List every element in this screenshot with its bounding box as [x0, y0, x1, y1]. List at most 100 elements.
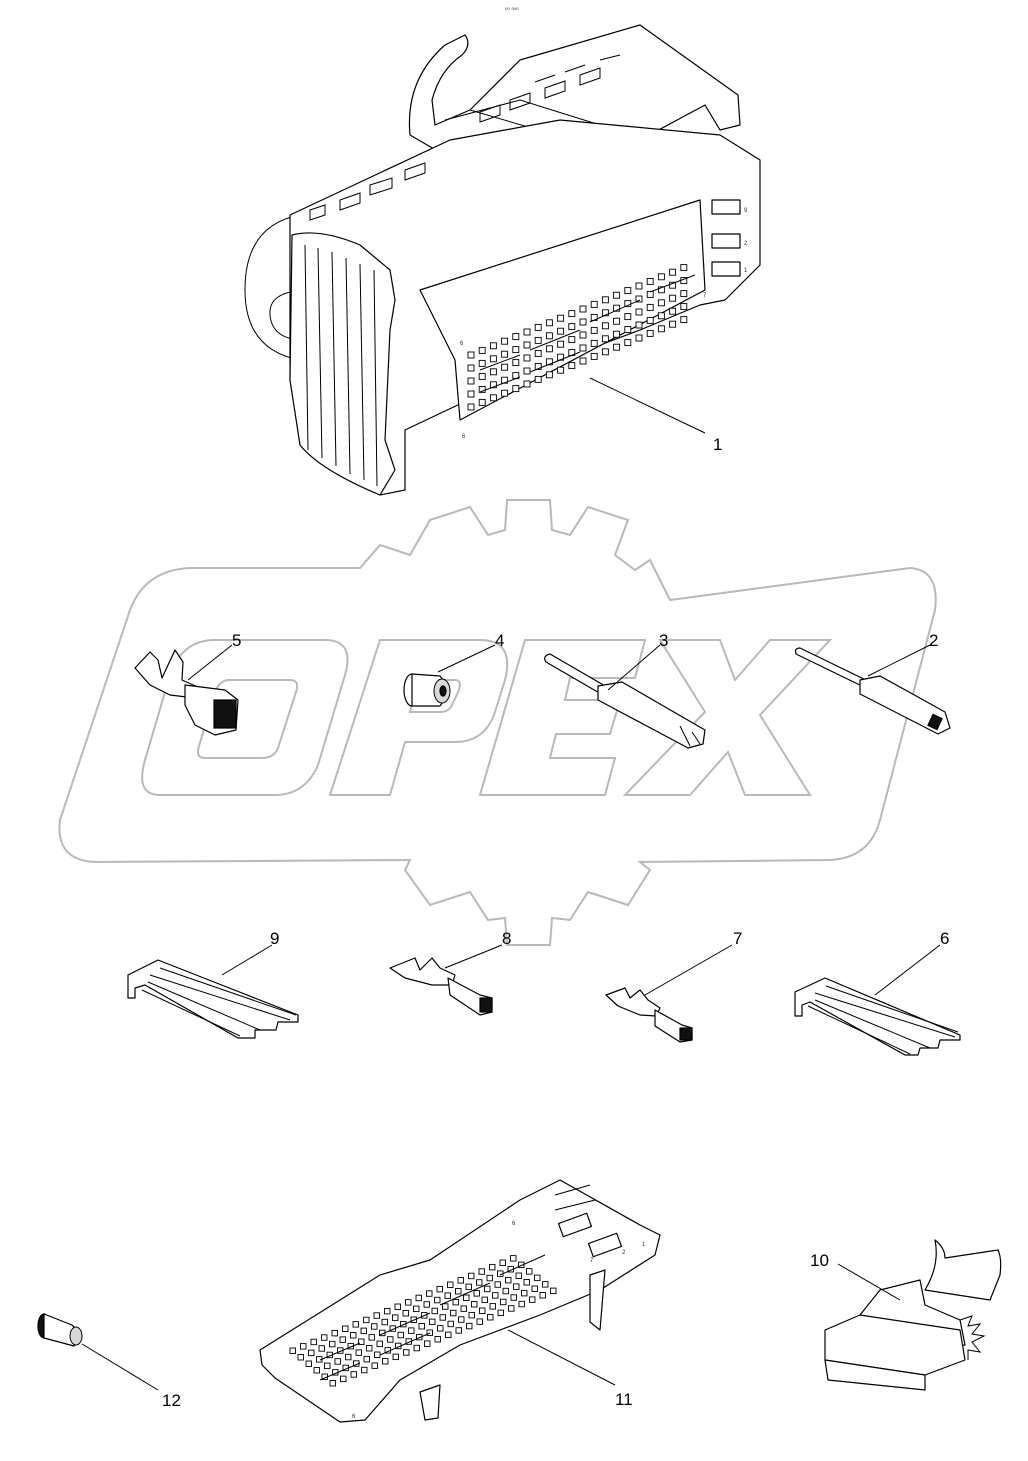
part-12-seal: 12	[37, 1313, 181, 1410]
terminal-hole	[669, 307, 677, 315]
terminal-hole	[345, 1353, 352, 1361]
terminal-hole	[413, 1305, 420, 1313]
comb-6-slots	[807, 985, 959, 1055]
watermark-letter-e	[478, 639, 647, 796]
part-2-pin: 2	[794, 631, 951, 735]
terminal-hole	[487, 1314, 494, 1321]
terminal-hole	[463, 1294, 470, 1301]
terminal-hole	[542, 1281, 549, 1288]
part-4-seal: 4	[403, 631, 504, 707]
terminal-hole	[350, 1332, 357, 1339]
terminal-hole	[308, 1349, 315, 1357]
terminal-hole	[590, 339, 598, 347]
terminal-hole	[468, 1272, 475, 1280]
terminal-hole	[458, 1316, 465, 1323]
guide-10-sleeve	[924, 1239, 1002, 1301]
terminal-hole	[534, 336, 542, 344]
callout-10: 10	[810, 1251, 829, 1270]
terminal-hole	[501, 350, 509, 358]
housing-mark-top-right: 9	[744, 208, 748, 214]
terminal-hole	[445, 1331, 452, 1339]
terminal-hole	[481, 1296, 488, 1304]
terminal-hole	[339, 1336, 346, 1343]
housing-mark-low-right: 1	[744, 268, 748, 274]
cover-mark-a: 1	[642, 1242, 646, 1248]
terminal-hole	[457, 1277, 464, 1284]
terminal-hole	[489, 368, 497, 376]
terminal-hole	[489, 394, 497, 402]
terminal-hole	[403, 1349, 410, 1356]
terminal-hole	[423, 1301, 430, 1308]
terminal-hole	[624, 339, 632, 347]
callout-1: 1	[713, 435, 722, 454]
terminal-hole	[478, 385, 486, 393]
terminal-hole	[431, 1307, 438, 1315]
terminal-hole	[489, 342, 497, 350]
terminal-hole	[635, 308, 643, 316]
cover-11-tab-a	[589, 1269, 606, 1331]
terminal-hole	[646, 277, 654, 285]
housing-cable-loop	[244, 214, 301, 361]
cover-11-hole-grid	[289, 1255, 557, 1387]
terminal-hole	[497, 1309, 504, 1317]
terminal-hole	[434, 1296, 441, 1304]
callout-2: 2	[929, 631, 938, 650]
terminal-hole	[484, 1285, 491, 1293]
guide-10-teeth	[959, 1315, 986, 1360]
terminal-hole	[635, 282, 643, 290]
terminal-hole	[529, 1296, 536, 1303]
terminal-hole	[579, 331, 587, 339]
terminal-hole	[489, 1303, 496, 1310]
terminal-hole	[350, 1371, 357, 1378]
terminal-hole	[545, 371, 553, 379]
terminal-hole	[466, 1322, 473, 1330]
terminal-hole	[371, 1323, 378, 1330]
terminal-hole	[436, 1285, 443, 1293]
terminal-hole	[355, 1349, 362, 1356]
terminal-hole	[394, 1303, 401, 1310]
terminal-hole	[557, 340, 565, 348]
leader-line-6	[874, 944, 941, 996]
terminal-hole	[476, 1318, 483, 1325]
terminal-hole	[329, 1340, 336, 1348]
terminal-hole	[413, 1344, 420, 1352]
terminal-hole	[321, 1334, 328, 1341]
terminal-hole	[590, 352, 598, 360]
terminal-hole	[415, 1294, 422, 1302]
terminal-hole	[680, 316, 688, 324]
terminal-hole	[405, 1299, 412, 1306]
callout-7: 7	[733, 929, 742, 948]
seal-4-bore	[439, 685, 447, 697]
terminal-hole	[478, 1268, 485, 1275]
page-marker: ⁰⁰ ⁰⁰⁰	[505, 7, 519, 14]
cover-mark-c: 7	[590, 1258, 594, 1264]
terminal-hole	[479, 1307, 486, 1314]
terminal-hole	[358, 1338, 365, 1345]
terminal-hole	[478, 359, 486, 367]
terminal-7-tip	[679, 1027, 693, 1041]
callout-9: 9	[270, 929, 279, 948]
terminal-hole	[657, 273, 665, 281]
terminal-hole	[568, 336, 576, 344]
terminal-hole	[680, 290, 688, 298]
terminal-hole	[505, 1276, 512, 1284]
terminal-5-tip	[213, 699, 237, 729]
terminal-hole	[680, 264, 688, 272]
terminal-hole	[494, 1281, 501, 1288]
terminal-hole	[313, 1367, 320, 1374]
terminal-hole	[534, 375, 542, 383]
terminal-hole	[331, 1329, 338, 1337]
part-9-comb: 9	[127, 929, 299, 1039]
housing-end-cap	[289, 232, 396, 496]
terminal-hole	[376, 1340, 383, 1348]
terminal-hole	[501, 337, 509, 345]
housing-ribs	[304, 244, 378, 487]
callout-6: 6	[940, 929, 949, 948]
terminal-hole	[387, 1336, 394, 1343]
terminal-hole	[452, 1298, 459, 1306]
part-11-cover: 1 2 7 6 6 11	[259, 1179, 661, 1423]
terminal-hole	[545, 345, 553, 353]
terminal-hole	[373, 1312, 380, 1319]
terminal-hole	[512, 385, 520, 393]
terminal-hole	[669, 294, 677, 302]
